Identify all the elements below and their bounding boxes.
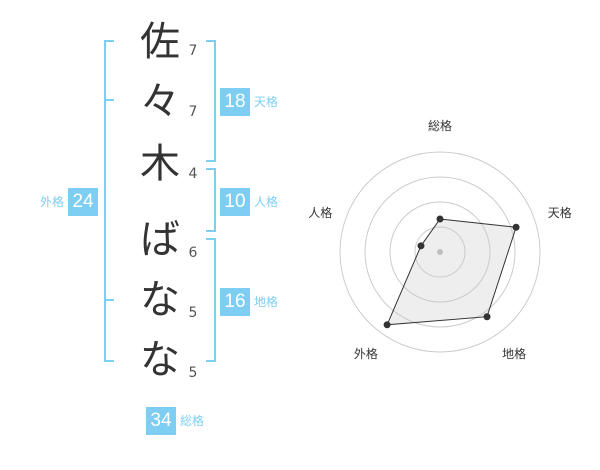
gaikaku-value: 24 [68, 188, 99, 216]
gaikaku-label: 外格 [40, 195, 65, 209]
tenkaku-bracket [206, 40, 216, 162]
outer-bracket [104, 40, 114, 362]
soukaku-badge: 34 総格 [146, 407, 204, 435]
gaikaku-badge: 外格 24 [40, 188, 99, 216]
bracket-tick [106, 99, 114, 101]
name-char-2: 々 [140, 79, 180, 125]
bracket-tick [106, 299, 114, 301]
chikaku-value: 16 [220, 288, 250, 316]
radar-point-2 [512, 223, 520, 231]
tenkaku-badge: 18 天格 [220, 88, 278, 116]
jinkaku-badge: 10 人格 [220, 188, 278, 216]
stroke-count-1: 7 [188, 43, 198, 59]
radar-axis-label-3: 地格 [502, 346, 526, 361]
jinkaku-label: 人格 [254, 195, 279, 209]
radar-ring [364, 176, 516, 328]
stroke-count-6: 5 [188, 365, 198, 381]
stroke-count-4: 6 [188, 245, 198, 261]
name-char-4: ば [140, 217, 180, 263]
radar-center [437, 249, 443, 255]
jinkaku-value: 10 [220, 188, 250, 216]
soukaku-label: 総格 [180, 414, 205, 428]
chikaku-bracket [206, 238, 216, 362]
radar-point-4 [383, 321, 391, 329]
radar-axis-label-4: 外格 [354, 346, 378, 361]
name-char-3: 木 [140, 141, 180, 187]
radar-axis-label-2: 天格 [548, 205, 572, 220]
stroke-count-3: 4 [188, 166, 198, 182]
stroke-count-5: 5 [188, 305, 198, 321]
radar-grid [339, 151, 541, 353]
tenkaku-value: 18 [220, 88, 250, 116]
name-char-1: 佐 [140, 19, 180, 65]
radar-axis-label-1: 総格 [428, 118, 452, 133]
chikaku-badge: 16 地格 [220, 288, 278, 316]
radar-point-5 [417, 242, 425, 250]
radar-point-3 [483, 313, 491, 321]
name-char-6: な [140, 337, 180, 383]
jinkaku-bracket [206, 168, 216, 232]
name-char-5: な [140, 277, 180, 323]
radar-axis-label-5: 人格 [308, 205, 332, 220]
radar-ring [339, 151, 541, 353]
tenkaku-label: 天格 [254, 95, 279, 109]
stroke-count-2: 7 [188, 104, 198, 120]
chikaku-label: 地格 [254, 295, 279, 309]
radar-point-1 [436, 215, 444, 223]
soukaku-value: 34 [146, 407, 176, 435]
radar-series [383, 215, 520, 329]
radar-polygon [386, 218, 517, 326]
radar-ring [389, 201, 491, 303]
radar-ring [414, 226, 466, 278]
